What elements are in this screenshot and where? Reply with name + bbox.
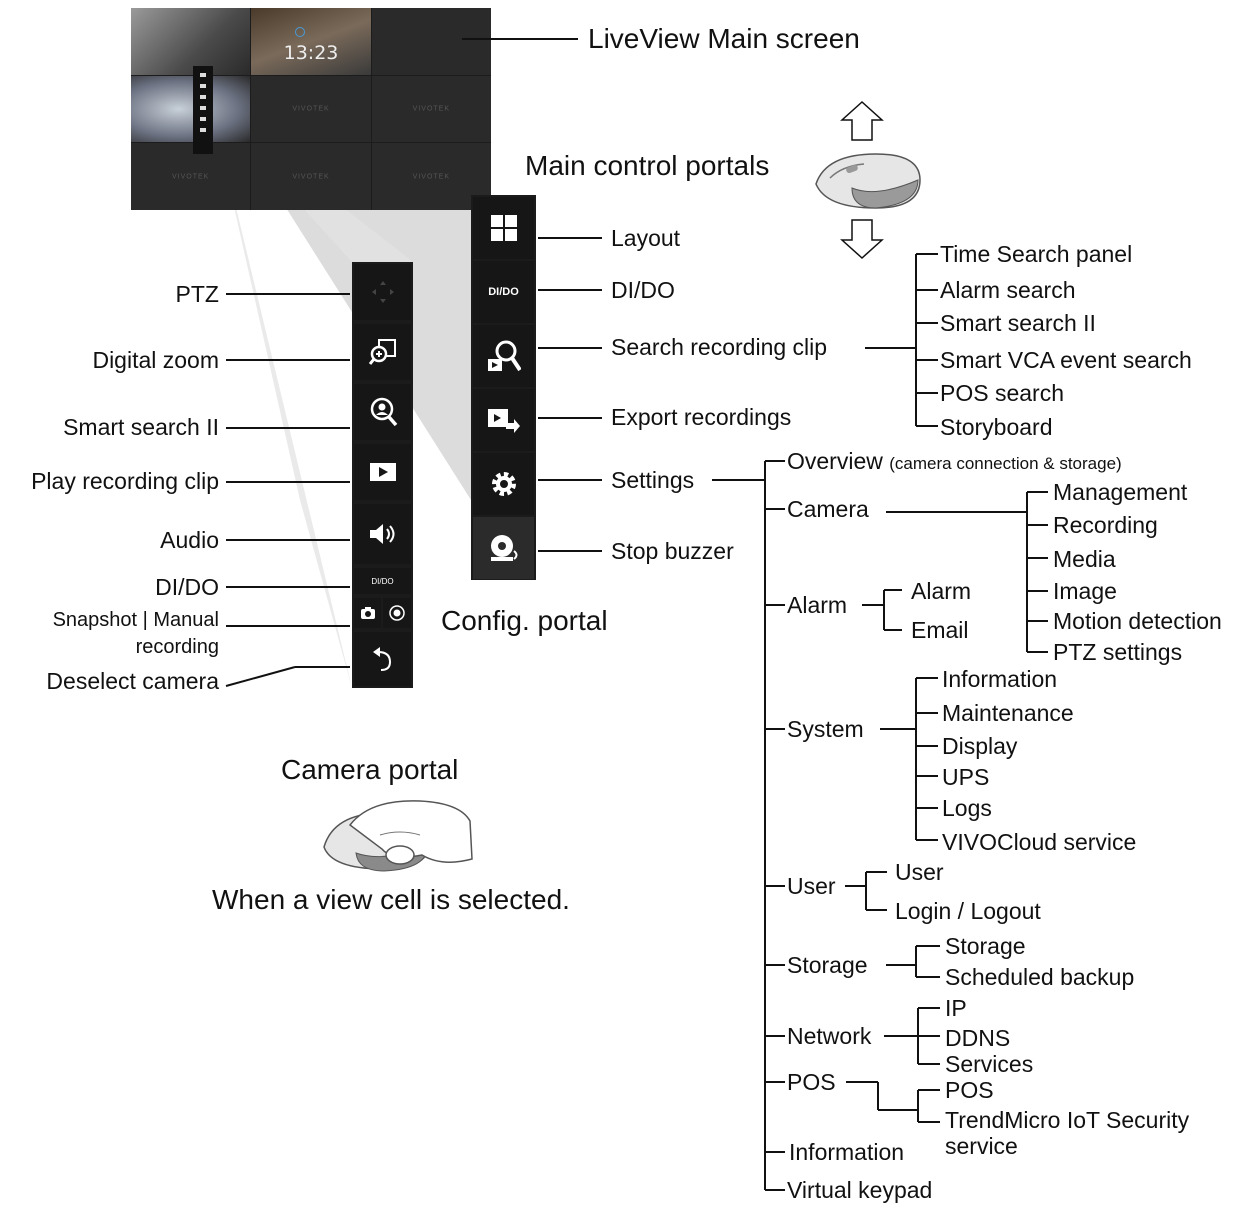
system-sub-item: Maintenance xyxy=(942,700,1074,726)
settings-pos: POS xyxy=(787,1069,836,1095)
search-tree-item: Time Search panel xyxy=(940,241,1132,267)
network-sub-item: Services xyxy=(945,1051,1033,1077)
camera-sub-item: Motion detection xyxy=(1053,608,1222,634)
config-portal-title: Config. portal xyxy=(441,605,608,637)
settings-network: Network xyxy=(787,1023,871,1049)
user-sub-item: User xyxy=(895,859,944,885)
layout-label: Layout xyxy=(611,225,680,251)
system-sub-item: Display xyxy=(942,733,1017,759)
hand-mouse-icon xyxy=(320,795,478,873)
user-sub-item: Login / Logout xyxy=(895,898,1041,924)
smart-search-label: Smart search II xyxy=(63,414,219,440)
camera-sub-item: Recording xyxy=(1053,512,1158,538)
settings-system: System xyxy=(787,716,864,742)
search-recording-label: Search recording clip xyxy=(611,334,827,360)
settings-user: User xyxy=(787,873,836,899)
snapshot-label-line1: Snapshot | Manual xyxy=(53,607,219,633)
camera-portal-caption: When a view cell is selected. xyxy=(212,884,570,916)
search-tree-item: Smart search II xyxy=(940,310,1096,336)
pos-sub-item: service xyxy=(945,1133,1018,1159)
network-sub-item: IP xyxy=(945,995,967,1021)
system-sub-item: Information xyxy=(942,666,1057,692)
settings-information: Information xyxy=(789,1139,904,1165)
camera-sub-item: Media xyxy=(1053,546,1116,572)
deselect-camera-label: Deselect camera xyxy=(46,668,219,694)
search-tree-item: POS search xyxy=(940,380,1064,406)
search-tree-item: Storyboard xyxy=(940,414,1053,440)
system-sub-item: UPS xyxy=(942,764,989,790)
pos-sub-item: POS xyxy=(945,1077,994,1103)
settings-label: Settings xyxy=(611,467,694,493)
dido-label: DI/DO xyxy=(611,277,675,303)
overview-label: Overview xyxy=(787,448,883,474)
settings-camera: Camera xyxy=(787,496,869,522)
dido-cam-label: DI/DO xyxy=(155,574,219,600)
main-portals-title: Main control portals xyxy=(525,150,769,182)
overview-note: (camera connection & storage) xyxy=(889,454,1121,473)
play-recording-label: Play recording clip xyxy=(31,468,219,494)
storage-sub-item: Storage xyxy=(945,933,1026,959)
camera-sub-item: PTZ settings xyxy=(1053,639,1182,665)
system-sub-item: VIVOCloud service xyxy=(942,829,1136,855)
settings-storage: Storage xyxy=(787,952,868,978)
settings-virtual-keypad: Virtual keypad xyxy=(787,1177,932,1203)
camera-sub-item: Management xyxy=(1053,479,1187,505)
network-sub-item: DDNS xyxy=(945,1025,1010,1051)
alarm-sub-item: Alarm xyxy=(911,578,971,604)
stop-buzzer-label: Stop buzzer xyxy=(611,538,734,564)
ptz-label: PTZ xyxy=(176,281,219,307)
search-tree-item: Smart VCA event search xyxy=(940,347,1192,373)
mouse-icon xyxy=(812,150,924,210)
export-recordings-label: Export recordings xyxy=(611,404,791,430)
settings-overview: Overview (camera connection & storage) xyxy=(787,448,1122,477)
alarm-sub-item: Email xyxy=(911,617,969,643)
liveview-main-label: LiveView Main screen xyxy=(588,23,860,55)
camera-portal-title: Camera portal xyxy=(281,754,458,786)
storage-sub-item: Scheduled backup xyxy=(945,964,1134,990)
scroll-up-arrow-icon xyxy=(842,102,882,140)
system-sub-item: Logs xyxy=(942,795,992,821)
digital-zoom-label: Digital zoom xyxy=(92,347,219,373)
scroll-down-arrow-icon xyxy=(842,220,882,258)
camera-sub-item: Image xyxy=(1053,578,1117,604)
settings-alarm: Alarm xyxy=(787,592,847,618)
snapshot-label-line2: recording xyxy=(136,634,219,660)
pos-sub-item: TrendMicro IoT Security xyxy=(945,1107,1189,1133)
audio-label: Audio xyxy=(160,527,219,553)
search-tree-item: Alarm search xyxy=(940,277,1075,303)
